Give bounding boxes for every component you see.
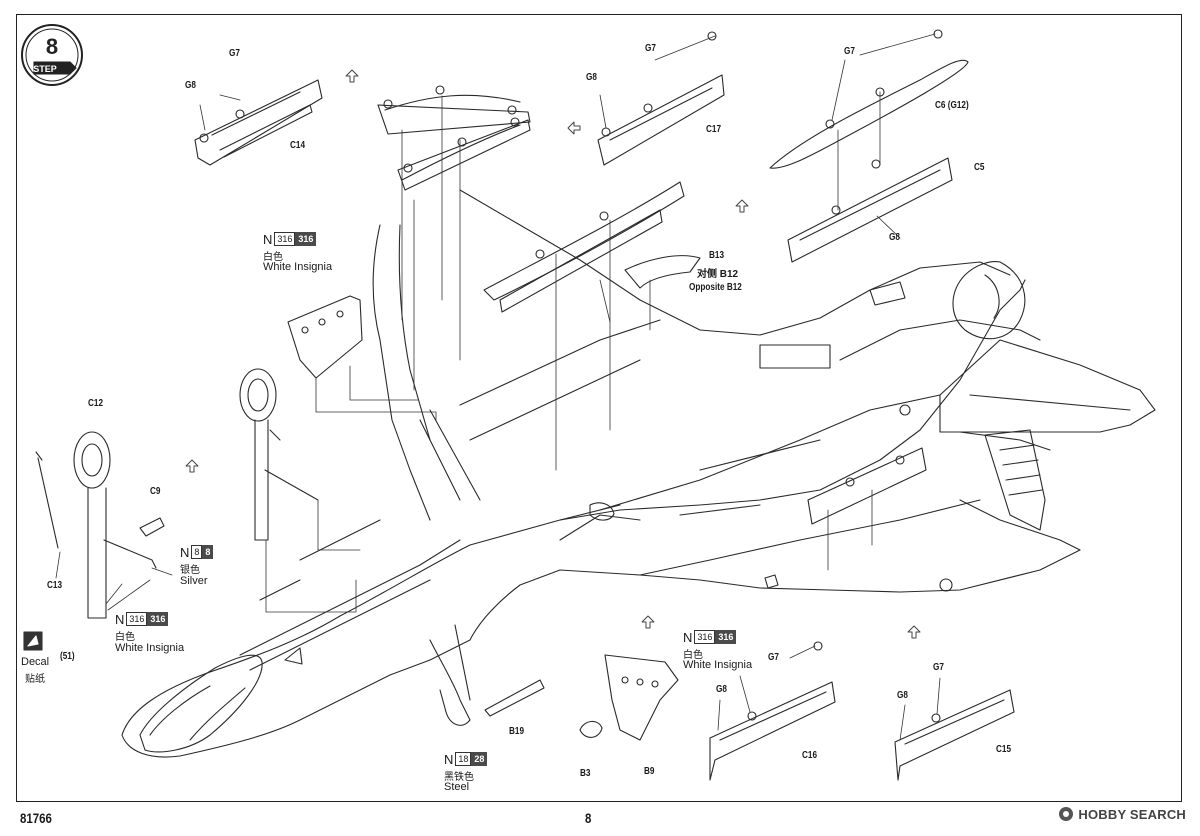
watermark: HOBBY SEARCH bbox=[1058, 806, 1186, 822]
label-c15: C15 bbox=[996, 744, 1012, 755]
label-c17: C17 bbox=[706, 124, 722, 135]
paint-name-cn-2: 银色 bbox=[180, 565, 200, 576]
label-c6: C6 (G12) bbox=[935, 100, 969, 111]
paint-code-alt: 8 bbox=[202, 545, 214, 559]
paint-chip-5: N 18 28 bbox=[444, 751, 488, 767]
paint-name-cn-1: 白色 bbox=[263, 252, 283, 263]
paint-name-5: Steel bbox=[444, 781, 470, 793]
part-bay-housing bbox=[287, 295, 363, 379]
paint-code-alt: 316 bbox=[295, 232, 317, 246]
label-c12: C12 bbox=[88, 398, 104, 409]
paint-name-4: White Insignia bbox=[683, 659, 753, 671]
step-label: STEP bbox=[33, 64, 57, 74]
paint-brand: N bbox=[683, 629, 693, 645]
label-ref51: (51) bbox=[60, 651, 75, 662]
decal-label: Decal bbox=[21, 656, 50, 668]
part-b9 bbox=[604, 654, 679, 741]
paint-name-cn-5: 黑铁色 bbox=[444, 772, 474, 783]
label-g8-a: G8 bbox=[185, 80, 196, 91]
paint-code: 316 bbox=[274, 232, 296, 246]
page-frame bbox=[16, 14, 1182, 802]
label-b3: B3 bbox=[580, 768, 591, 779]
paint-code-alt: 316 bbox=[147, 612, 169, 626]
label-g7-c: G7 bbox=[844, 46, 855, 57]
part-b13 bbox=[624, 255, 701, 289]
label-b12-cn: 对侧 B12 bbox=[697, 269, 739, 280]
paint-code: 18 bbox=[455, 752, 472, 766]
label-g8-c: G8 bbox=[889, 232, 900, 243]
paint-name-3: White Insignia bbox=[115, 642, 185, 654]
pylon-upper-1 bbox=[377, 85, 531, 135]
label-g7-d: G7 bbox=[768, 652, 779, 663]
paint-code-alt: 28 bbox=[471, 752, 488, 766]
aircraft-fuselage bbox=[121, 189, 1156, 758]
pylon-upper-2 bbox=[397, 117, 531, 191]
paint-brand: N bbox=[180, 544, 190, 560]
part-main-gear-1 bbox=[239, 368, 319, 541]
decal-icon bbox=[23, 631, 43, 651]
paint-chip-3: N 316 316 bbox=[115, 611, 169, 627]
paint-code: 8 bbox=[191, 545, 203, 559]
paint-code: 316 bbox=[694, 630, 716, 644]
label-c16: C16 bbox=[802, 750, 818, 761]
label-b13: B13 bbox=[709, 250, 725, 261]
catalog-number: 81766 bbox=[20, 810, 52, 826]
paint-chip-4: N 316 316 bbox=[683, 629, 737, 645]
page-number: 8 bbox=[585, 810, 592, 826]
paint-name-2: Silver bbox=[180, 575, 208, 587]
label-c14: C14 bbox=[290, 140, 306, 151]
paint-chip-1: N 316 316 bbox=[263, 231, 317, 247]
label-c5: C5 bbox=[974, 162, 985, 173]
leader-lines bbox=[55, 33, 941, 741]
step-number: 8 bbox=[46, 34, 58, 59]
label-g8-b: G8 bbox=[586, 72, 597, 83]
paint-code-alt: 316 bbox=[715, 630, 737, 644]
paint-name-1: White Insignia bbox=[263, 261, 333, 273]
part-b3 bbox=[579, 720, 603, 738]
label-g8-e: G8 bbox=[897, 690, 908, 701]
pylon-wing-mounted bbox=[807, 447, 927, 525]
paint-chip-2: N 8 8 bbox=[180, 544, 214, 560]
label-c13: C13 bbox=[47, 580, 63, 591]
paint-name-cn-4: 白色 bbox=[683, 650, 703, 661]
paint-name-cn-3: 白色 bbox=[115, 632, 135, 643]
part-main-gear-c12 bbox=[35, 431, 157, 619]
part-b19 bbox=[484, 679, 545, 717]
label-b9: B9 bbox=[644, 766, 655, 777]
part-c9 bbox=[139, 517, 165, 537]
paint-brand: N bbox=[444, 751, 454, 767]
direction-arrows bbox=[185, 69, 921, 639]
hobby-search-logo-icon bbox=[1059, 807, 1074, 821]
watermark-text: HOBBY SEARCH bbox=[1078, 806, 1186, 822]
pylon-c5 bbox=[787, 157, 953, 263]
label-c9: C9 bbox=[150, 486, 161, 497]
paint-brand: N bbox=[115, 611, 125, 627]
pylon-c14 bbox=[194, 79, 323, 166]
label-b12-en: Opposite B12 bbox=[689, 282, 742, 293]
label-g7-b: G7 bbox=[645, 43, 656, 54]
pylon-c15 bbox=[894, 689, 1015, 781]
label-g7-a: G7 bbox=[229, 48, 240, 59]
pylon-c16 bbox=[709, 641, 836, 781]
label-b19: B19 bbox=[509, 726, 525, 737]
decal-label-cn: 贴纸 bbox=[25, 674, 45, 685]
step-badge-icon bbox=[21, 24, 83, 86]
paint-brand: N bbox=[263, 231, 273, 247]
pylon-c17 bbox=[597, 31, 725, 166]
label-g7-e: G7 bbox=[933, 662, 944, 673]
label-g8-d: G8 bbox=[716, 684, 727, 695]
pylon-center bbox=[483, 181, 685, 313]
paint-code: 316 bbox=[126, 612, 148, 626]
